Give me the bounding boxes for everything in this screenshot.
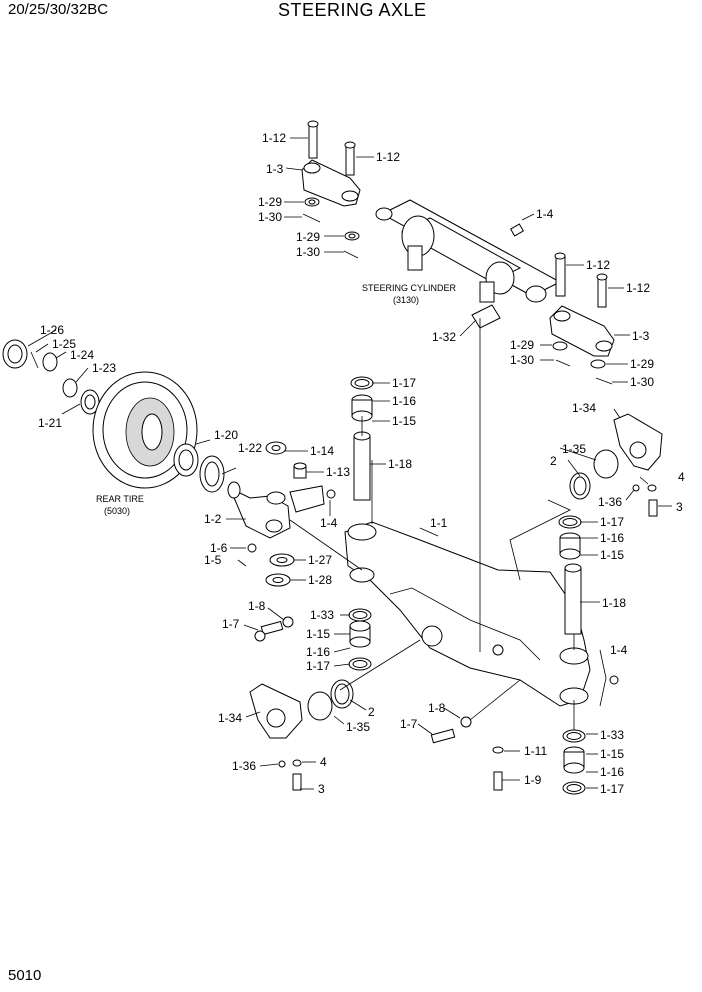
right-pin-bolts [430, 716, 504, 791]
callout: 1-16 [392, 394, 416, 408]
lower-left-bracket [249, 679, 354, 791]
callout: 4 [320, 755, 327, 769]
model-code: 20/25/30/32BC [8, 1, 109, 18]
callout: 1-12 [262, 131, 286, 145]
callout: 1-30 [258, 210, 282, 224]
callout: 3 [318, 782, 325, 796]
callout: 1-5 [204, 553, 222, 567]
callout: 1-14 [310, 444, 334, 458]
callout: 1-28 [308, 573, 332, 587]
right-kingpin-stack-upper [558, 515, 582, 635]
callout: 1-23 [92, 361, 116, 375]
rear-tire-ref: (5030) [104, 506, 130, 516]
left-pin-bolts [254, 616, 294, 642]
callout: 1-33 [310, 608, 334, 622]
page-number: 5010 [8, 967, 42, 984]
callout: 1-29 [296, 230, 320, 244]
callout: 1-16 [600, 765, 624, 779]
upper-left-link-assembly [301, 120, 361, 259]
callout: 2 [368, 705, 375, 719]
right-kingpin-stack-lower [562, 675, 619, 795]
callout: 1-26 [40, 323, 64, 337]
callout: 1-18 [388, 457, 412, 471]
callout: 1-29 [258, 195, 282, 209]
callout: 1-4 [610, 643, 628, 657]
callout: 1-12 [586, 258, 610, 272]
callout: 1-15 [600, 747, 624, 761]
callout: 1-1 [430, 516, 448, 530]
callout: 1-8 [248, 599, 266, 613]
assembly-guide-lines [289, 318, 575, 730]
steering-cylinder-ref: (3130) [393, 295, 419, 305]
callout: 1-15 [392, 414, 416, 428]
parts-drawing [2, 120, 672, 795]
callout: 1-34 [572, 401, 596, 415]
callout: 1-2 [204, 512, 222, 526]
callout: 1-15 [306, 627, 330, 641]
callout: 1-29 [630, 357, 654, 371]
callout: 1-33 [600, 728, 624, 742]
callout: 2 [550, 454, 557, 468]
callout: 1-32 [432, 330, 456, 344]
steering-cylinder [375, 199, 562, 329]
left-kingpin-stack-upper [350, 376, 374, 501]
callout: 1-6 [210, 541, 228, 555]
steering-knuckle [227, 441, 336, 587]
callout: 1-36 [232, 759, 256, 773]
callout: 1-27 [308, 553, 332, 567]
callout: 1-15 [600, 548, 624, 562]
callout: 1-30 [296, 245, 320, 259]
callout: 1-17 [600, 515, 624, 529]
left-kingpin-stack-lower [348, 608, 372, 671]
callout: 1-30 [630, 375, 654, 389]
callout: 1-35 [346, 720, 370, 734]
upper-right-bracket [569, 413, 663, 517]
callout: 1-13 [326, 465, 350, 479]
callout: 1-7 [222, 617, 240, 631]
callout: 1-9 [524, 773, 542, 787]
callout: 1-22 [238, 441, 262, 455]
callout: 1-17 [392, 376, 416, 390]
callout: 4 [678, 470, 685, 484]
callout-labels: 1-12 1-12 1-3 1-29 1-30 1-29 1-30 1-4 1-… [38, 131, 685, 796]
callout: 1-4 [536, 207, 554, 221]
callout: 1-30 [510, 353, 534, 367]
callout: 1-25 [52, 337, 76, 351]
callout: 1-12 [376, 150, 400, 164]
callout: 1-12 [626, 281, 650, 295]
callout: 1-35 [562, 442, 586, 456]
rear-tire-assembly [2, 339, 225, 493]
callout: 1-36 [598, 495, 622, 509]
callout: 1-17 [600, 782, 624, 796]
callout: 1-20 [214, 428, 238, 442]
page-title: STEERING AXLE [278, 0, 427, 20]
leader-lines [27, 137, 672, 790]
callout: 1-16 [600, 531, 624, 545]
callout: 1-18 [602, 596, 626, 610]
callout: 3 [676, 500, 683, 514]
callout: 1-21 [38, 416, 62, 430]
steering-cylinder-caption: STEERING CYLINDER [362, 283, 457, 293]
callout: 1-4 [320, 516, 338, 530]
callout: 1-17 [306, 659, 330, 673]
upper-right-link-assembly [549, 252, 615, 385]
callout: 1-7 [400, 717, 418, 731]
callout: 1-3 [632, 329, 650, 343]
callout: 1-34 [218, 711, 242, 725]
callout: 1-24 [70, 348, 94, 362]
callout: 1-29 [510, 338, 534, 352]
callout: 1-8 [428, 701, 446, 715]
callout: 1-16 [306, 645, 330, 659]
rear-tire-caption: REAR TIRE [96, 494, 144, 504]
callout: 1-3 [266, 162, 284, 176]
axle-beam [344, 521, 591, 707]
callout: 1-11 [524, 744, 547, 758]
